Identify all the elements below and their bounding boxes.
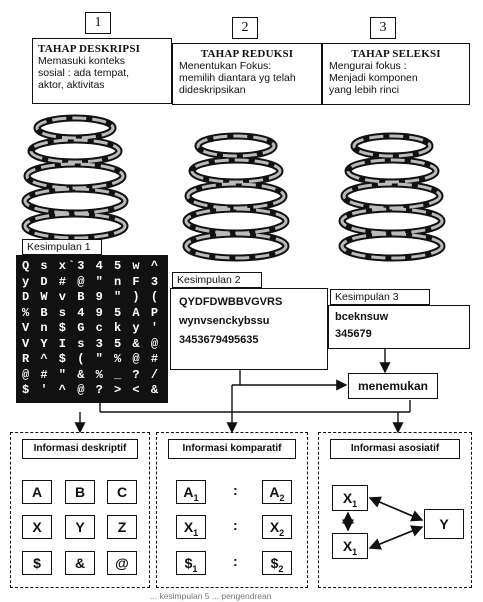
panel-komparatif: [156, 432, 308, 588]
komparatif-left-cell: A1: [176, 480, 206, 504]
asosiatif-node-bottom: X1: [332, 533, 368, 559]
deskriptif-cell: &: [65, 551, 95, 575]
komparatif-right-cell: X2: [262, 515, 292, 539]
deskriptif-cell: Z: [107, 515, 137, 539]
komparatif-separator: :: [233, 482, 238, 498]
stage-number-2: 2: [232, 17, 258, 39]
kesimpulan-2-box: QYDFDWBBVGVRS wynvsenckybssu 34536794956…: [170, 288, 328, 370]
spiral-icon-1: [21, 114, 129, 242]
stage-description: Mengurai fokus : Menjadi komponen yang l…: [329, 60, 418, 96]
menemukan-box: menemukan: [348, 373, 438, 399]
kesimpulan-1-content: Q s x`3 4 5 w ^ $ Y y D # @ " n F 3 & 6 …: [16, 255, 232, 403]
kesimpulan-3-box: bceknsuw 345679: [328, 305, 470, 349]
komparatif-left-cell: X1: [176, 515, 206, 539]
panel-deskriptif: [10, 432, 150, 588]
flow-connectors: [74, 348, 411, 434]
panel-asosiatif: [318, 432, 472, 588]
stage-number-1: 1: [85, 12, 111, 34]
stage-description: Memasuki konteks sosial : ada tempat, ak…: [38, 55, 130, 91]
caption-text: ... kesimpulan 5 ... pengendrean: [150, 591, 272, 601]
spiral-icon-2: [182, 132, 290, 262]
komparatif-separator: :: [233, 553, 238, 569]
deskriptif-cell: @: [107, 551, 137, 575]
stage-title: TAHAP REDUKSI: [200, 48, 294, 60]
komparatif-right-cell: $2: [262, 551, 292, 575]
panel-deskriptif-title: Informasi deskriptif: [22, 439, 138, 459]
stage-description: Menentukan Fokus: memilih diantara yg te…: [179, 60, 296, 96]
kesimpulan-3-label: Kesimpulan 3: [330, 289, 430, 305]
stage-box-deskripsi: TAHAP DESKRIPSI Memasuki konteks sosial …: [32, 38, 172, 104]
asosiatif-node-top: X1: [332, 485, 368, 511]
panel-komparatif-title: Informasi komparatif: [168, 439, 296, 459]
stage-box-reduksi: TAHAP REDUKSI Menentukan Fokus: memilih …: [172, 43, 322, 105]
stage-number-3: 3: [370, 17, 396, 39]
kesimpulan-3-content: bceknsuw 345679: [335, 311, 389, 340]
deskriptif-cell: $: [22, 551, 52, 575]
association-arrows: [342, 496, 424, 550]
stage-title: TAHAP DESKRIPSI: [38, 43, 141, 55]
komparatif-left-cell: $1: [176, 551, 206, 575]
deskriptif-cell: X: [22, 515, 52, 539]
kesimpulan-2-label: Kesimpulan 2: [172, 272, 262, 288]
panel-asosiatif-title: Informasi asosiatif: [330, 439, 460, 459]
komparatif-separator: :: [233, 517, 238, 533]
kesimpulan-1-label: Kesimpulan 1: [22, 239, 102, 255]
kesimpulan-2-content: QYDFDWBBVGVRS wynvsenckybssu 34536794956…: [179, 296, 283, 346]
spiral-icon-3: [338, 132, 446, 262]
stage-title: TAHAP SELEKSI: [351, 48, 441, 60]
stage-box-seleksi: TAHAP SELEKSI Mengurai fokus : Menjadi k…: [322, 43, 470, 105]
deskriptif-cell: B: [65, 480, 95, 504]
asosiatif-node-y: Y: [424, 509, 464, 539]
komparatif-right-cell: A2: [262, 480, 292, 504]
deskriptif-cell: A: [22, 480, 52, 504]
deskriptif-cell: C: [107, 480, 137, 504]
deskriptif-cell: Y: [65, 515, 95, 539]
